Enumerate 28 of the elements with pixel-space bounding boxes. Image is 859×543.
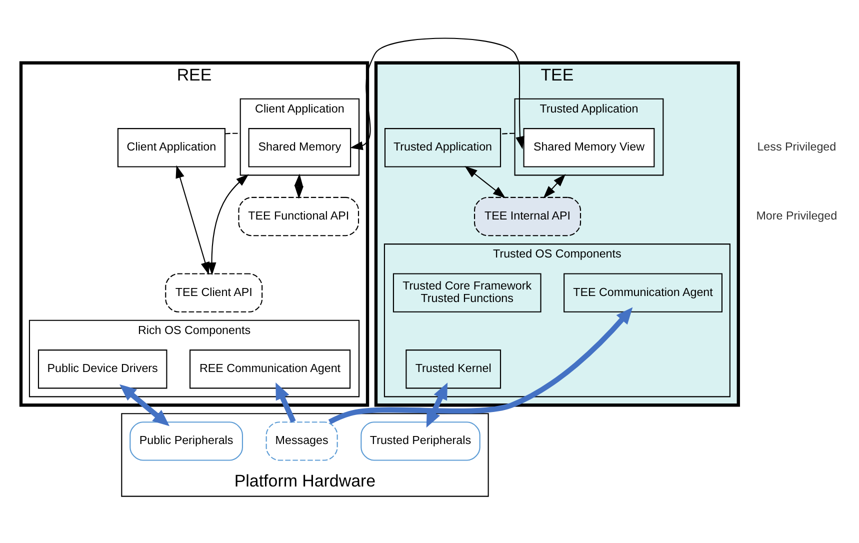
connector [225,132,240,134]
node-box: TEE Internal API [474,196,582,236]
arrow [207,174,249,276]
arrow [328,307,633,424]
arrow [464,166,506,198]
node-box: Shared Memory View [523,128,655,168]
arrow [294,174,304,199]
node-box: REE Communication Agent [189,350,351,389]
node-box: Shared Memory [248,128,352,168]
label: More Privileged [756,209,838,222]
node-box: TEE Communication Agent [564,273,722,312]
node-box: Public Peripherals [130,422,243,461]
arrow [176,165,210,275]
arrow [426,382,448,428]
node-box: Public Device Drivers [38,350,168,389]
node-box: Client Application [117,128,226,168]
node-box: Trusted Core Framework Trusted Functions [392,273,542,312]
node-box: Messages [266,422,338,461]
node-box: Trusted Peripherals [360,422,480,461]
node-box: Trusted Kernel [406,350,502,389]
connector [500,132,515,134]
arrow [543,174,566,198]
node-box: TEE Functional API [238,196,360,236]
arrow [350,38,524,150]
node-box: Trusted Application [384,128,502,168]
node-box: TEE Client API [165,273,263,312]
arrow [120,384,170,426]
label: Less Privileged [757,140,836,154]
